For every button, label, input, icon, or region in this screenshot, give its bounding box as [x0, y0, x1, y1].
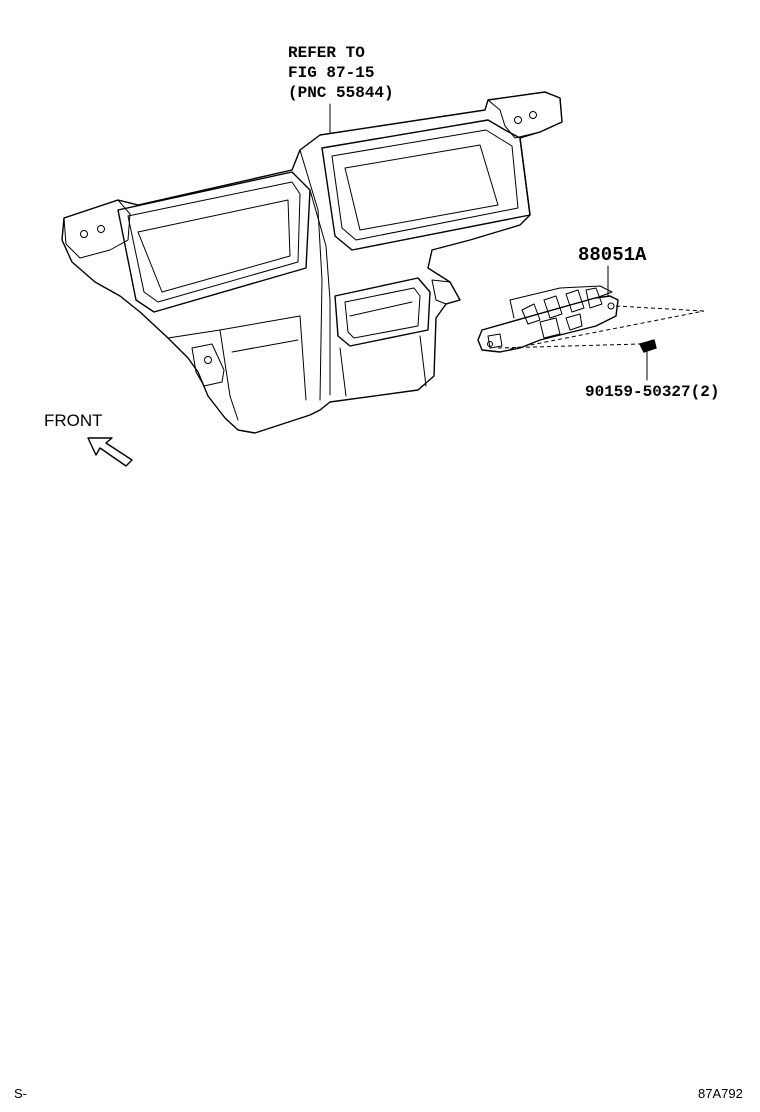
- control-bracket-88051A: 88051A: [477, 244, 705, 353]
- front-indicator: FRONT: [44, 411, 133, 467]
- refer-line-3: (PNC 55844): [288, 84, 394, 102]
- screw-90159-50327: 90159-50327(2): [585, 339, 719, 401]
- part-number-88051A: 88051A: [578, 244, 647, 266]
- air-duct-assembly: [61, 91, 563, 434]
- corner-code-left: S-: [14, 1086, 27, 1101]
- figure-code: 87A792: [698, 1086, 743, 1101]
- part-number-screw: 90159-50327(2): [585, 383, 719, 401]
- front-arrow-icon: [87, 437, 133, 467]
- refer-callout: REFER TO FIG 87-15 (PNC 55844): [288, 44, 394, 143]
- front-label: FRONT: [44, 411, 103, 430]
- refer-line-2: FIG 87-15: [288, 64, 374, 82]
- refer-line-1: REFER TO: [288, 44, 365, 62]
